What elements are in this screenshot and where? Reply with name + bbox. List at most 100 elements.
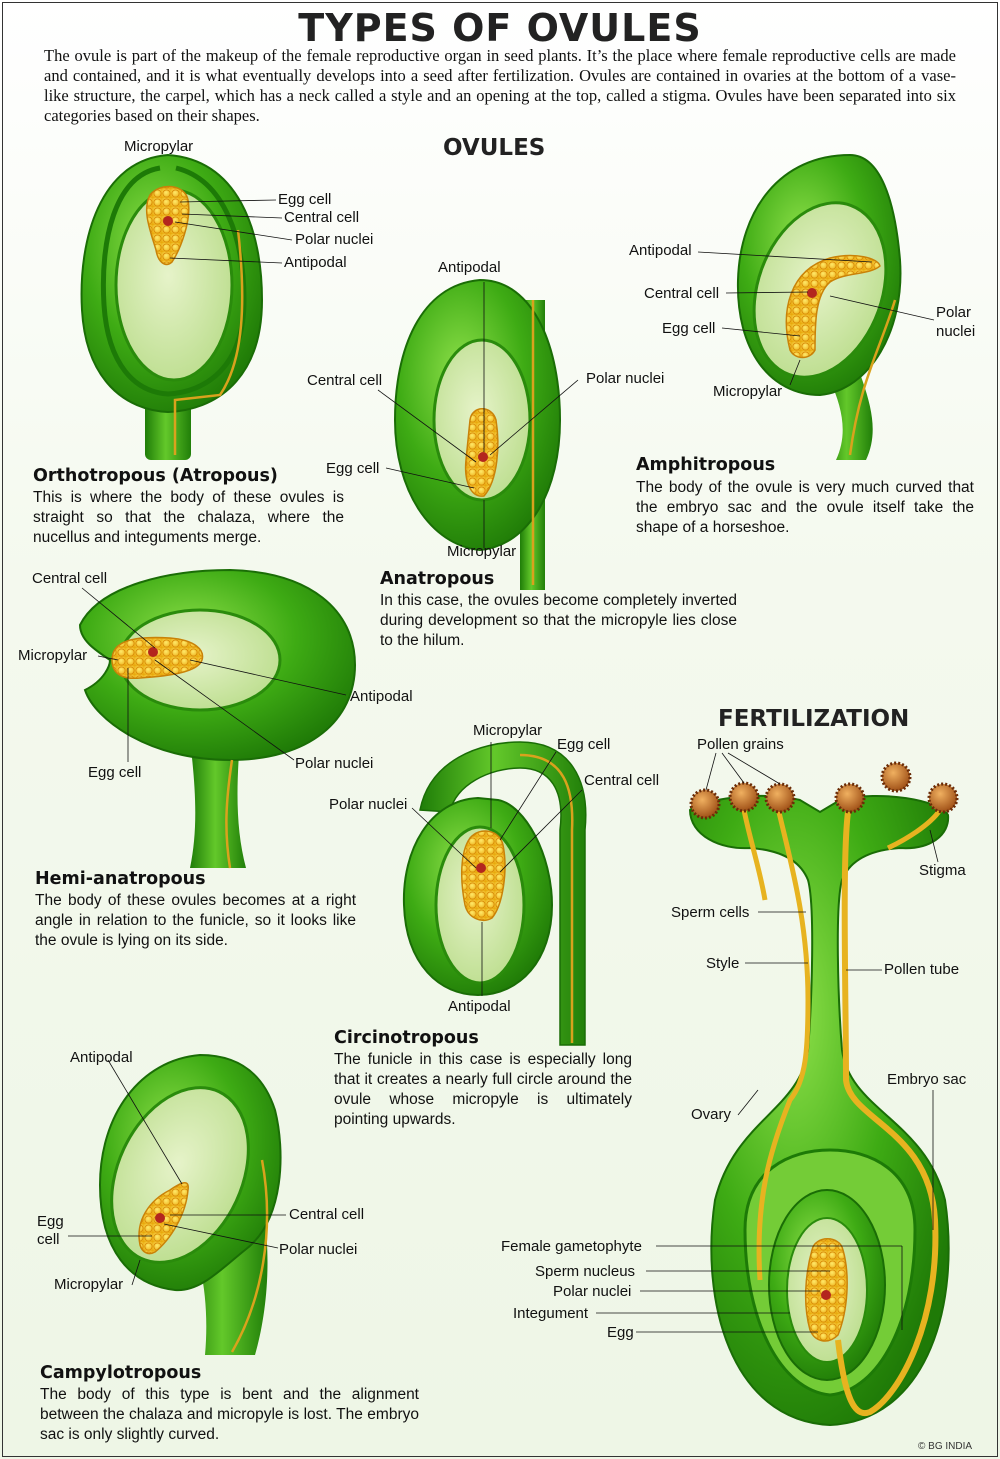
circ-label-antipodal: Antipodal bbox=[448, 998, 511, 1015]
ortho-description: This is where the body of these ovules i… bbox=[33, 489, 344, 546]
amphi-description: The body of the ovule is very much curve… bbox=[636, 479, 974, 536]
ortho-label-antipodal: Antipodal bbox=[284, 254, 347, 271]
amphitropous-diagram bbox=[697, 153, 935, 460]
circ-funicle-loop bbox=[419, 741, 587, 1046]
circ-label-central-cell: Central cell bbox=[584, 772, 660, 789]
orthotropous-diagram bbox=[80, 153, 293, 460]
anatropous-diagram bbox=[377, 278, 579, 590]
circ-leader-lines bbox=[411, 742, 583, 996]
ana-label-egg-cell: Egg cell bbox=[326, 460, 380, 477]
circinotropous-diagram bbox=[402, 741, 587, 1046]
hemi-funicle bbox=[190, 740, 246, 868]
fert-label-sperm-cells: Sperm cells bbox=[671, 904, 750, 921]
circ-description: The funicle in this case is especially l… bbox=[334, 1051, 632, 1128]
ana-label-micropylar: Micropylar bbox=[447, 543, 517, 560]
hemianatropous-diagram bbox=[78, 568, 357, 869]
campy-label-polar-nuclei: Polar nuclei bbox=[279, 1241, 358, 1258]
ana-leader-lines bbox=[377, 282, 579, 548]
fert-leader-lines bbox=[596, 752, 939, 1333]
amphi-label-nuclei: nuclei bbox=[936, 323, 976, 340]
amphi-label-polar: Polar bbox=[936, 304, 972, 321]
pollen-grains bbox=[689, 761, 959, 820]
circ-embryo-sac bbox=[460, 830, 506, 922]
ortho-title: Orthotropous (Atropous) bbox=[33, 466, 278, 486]
amphi-title: Amphitropous bbox=[636, 455, 776, 475]
hemi-label-central-cell: Central cell bbox=[32, 570, 108, 587]
campy-description: The body of this type is bent and the al… bbox=[40, 1386, 419, 1443]
campy-vascular-strand bbox=[230, 1159, 269, 1353]
short-tube-1 bbox=[741, 809, 768, 901]
circ-vascular-strand bbox=[519, 753, 574, 1043]
ana-description: In this case, the ovules become complete… bbox=[380, 592, 737, 649]
campy-label-micropylar: Micropylar bbox=[54, 1276, 124, 1293]
circ-label-micropylar: Micropylar bbox=[473, 722, 543, 739]
fert-label-polar-nuclei: Polar nuclei bbox=[553, 1283, 632, 1300]
ana-label-central-cell: Central cell bbox=[307, 372, 383, 389]
campy-label-central-cell: Central cell bbox=[289, 1206, 365, 1223]
hemi-label-polar-nuclei: Polar nuclei bbox=[295, 755, 374, 772]
pollen-grain bbox=[880, 761, 912, 793]
pollen-grain bbox=[834, 782, 866, 814]
short-tube-2 bbox=[886, 808, 943, 851]
hemi-description: The body of these ovules becomes at a ri… bbox=[35, 892, 356, 949]
ovules-heading: OVULES bbox=[443, 135, 546, 161]
ortho-vascular-strand bbox=[173, 229, 244, 455]
fert-label-integument: Integument bbox=[513, 1305, 589, 1322]
campy-label-cell: cell bbox=[37, 1231, 60, 1248]
ortho-label-micropylar: Micropylar bbox=[124, 138, 194, 155]
fert-embryo-sac bbox=[804, 1238, 848, 1342]
ortho-inner-integument bbox=[100, 165, 247, 397]
fert-label-ovary: Ovary bbox=[691, 1106, 732, 1123]
fert-label-pollen-grains: Pollen grains bbox=[697, 736, 784, 753]
ana-title: Anatropous bbox=[380, 569, 495, 589]
fert-label-female-gametophyte: Female gametophyte bbox=[501, 1238, 642, 1255]
copyright: © BG INDIA bbox=[918, 1441, 973, 1452]
amphi-embryo-sac bbox=[785, 254, 881, 359]
ortho-leader-lines bbox=[169, 199, 293, 264]
fert-label-style: Style bbox=[706, 955, 740, 972]
intro-paragraph: The ovule is part of the makeup of the f… bbox=[44, 46, 956, 125]
ortho-label-central-cell: Central cell bbox=[284, 209, 360, 226]
fertilization-heading: FERTILIZATION bbox=[718, 706, 910, 732]
amphi-vascular-strand bbox=[848, 299, 897, 456]
hemi-label-antipodal: Antipodal bbox=[350, 688, 413, 705]
amphi-label-central-cell: Central cell bbox=[644, 285, 720, 302]
hemi-vascular-strand bbox=[225, 759, 234, 869]
hemi-label-micropylar: Micropylar bbox=[18, 647, 88, 664]
pollen-grain bbox=[689, 788, 721, 820]
fert-label-embryo-sac: Embryo sac bbox=[887, 1071, 967, 1088]
fertilization-diagram bbox=[596, 752, 959, 1427]
hemi-embryo-sac bbox=[111, 636, 204, 680]
amphi-label-micropylar: Micropylar bbox=[713, 383, 783, 400]
campy-label-egg: Egg bbox=[37, 1213, 64, 1230]
ortho-label-polar-nuclei: Polar nuclei bbox=[295, 231, 374, 248]
circ-label-polar-nuclei: Polar nuclei bbox=[329, 796, 408, 813]
circ-title: Circinotropous bbox=[334, 1028, 479, 1048]
circ-label-egg-cell: Egg cell bbox=[557, 736, 611, 753]
fert-label-stigma: Stigma bbox=[919, 862, 966, 879]
campy-title: Campylotropous bbox=[40, 1363, 202, 1383]
amphi-leader-lines bbox=[697, 251, 935, 386]
main-pollen-tube bbox=[835, 811, 939, 1417]
pollen-grain bbox=[927, 782, 959, 814]
ortho-label-egg-cell: Egg cell bbox=[278, 191, 332, 208]
hemi-title: Hemi-anatropous bbox=[35, 869, 206, 889]
hemi-polar-nucleus bbox=[148, 647, 158, 657]
hemi-label-egg-cell: Egg cell bbox=[88, 764, 142, 781]
page-title: TYPES OF OVULES bbox=[298, 6, 702, 50]
fert-label-pollen-tube: Pollen tube bbox=[884, 961, 960, 978]
amphi-polar-nucleus bbox=[807, 288, 817, 298]
hemi-leader-lines bbox=[81, 587, 347, 762]
circ-polar-nucleus bbox=[476, 863, 486, 873]
ana-label-antipodal: Antipodal bbox=[438, 259, 501, 276]
amphi-label-egg-cell: Egg cell bbox=[662, 320, 716, 337]
campy-leader-lines bbox=[68, 1059, 286, 1286]
amphi-label-antipodal: Antipodal bbox=[629, 242, 692, 259]
ana-label-polar-nuclei: Polar nuclei bbox=[586, 370, 665, 387]
pollen-grain bbox=[764, 782, 796, 814]
ortho-polar-nucleus bbox=[163, 216, 173, 226]
campy-label-antipodal: Antipodal bbox=[70, 1049, 133, 1066]
fert-label-egg: Egg bbox=[607, 1324, 634, 1341]
